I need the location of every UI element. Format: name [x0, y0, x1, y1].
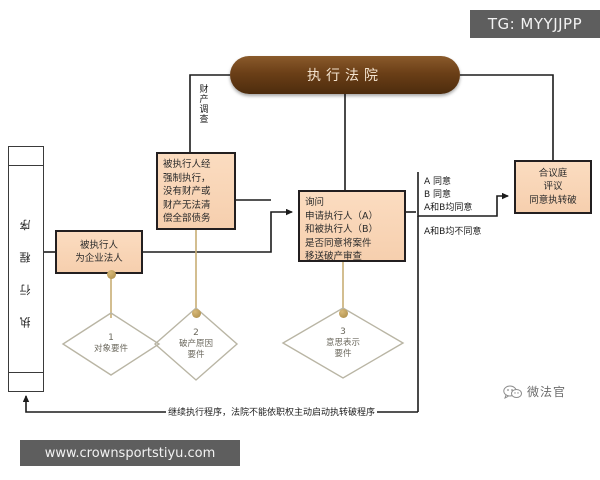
connector-dot-1 — [107, 270, 116, 279]
diamond-3-label: 意思表示 要件 — [325, 337, 360, 359]
execution-procedure-rail — [7, 146, 44, 392]
brand-name: 微法官 — [527, 385, 567, 399]
node-debtor-is-enterprise[interactable]: 被执行人 为企业法人 — [55, 230, 143, 274]
diamond-2-number: 2 — [193, 327, 199, 338]
condition-both-disagree: A和B均不同意 — [424, 227, 482, 237]
node-collegial-panel[interactable]: 合议庭 评议 同意执转破 — [514, 160, 592, 214]
node-inquiry-parties[interactable]: 询问 申请执行人（A） 和被执行人（B） 是否同意将案件 移送破产审查 — [298, 190, 406, 262]
requirement-diamond-1[interactable]: 1 对象要件 — [63, 313, 159, 375]
diamond-3-number: 3 — [340, 326, 346, 337]
node-execution-court[interactable]: 执行法院 — [230, 56, 460, 94]
execution-procedure-label: 执 行 程 序 — [19, 210, 32, 328]
connector-dot-2 — [192, 309, 201, 318]
telegram-watermark: TG: MYYJJPP — [470, 10, 600, 38]
continue-enforcement-label: 继续执行程序，法院不能依职权主动启动执转破程序 — [166, 405, 378, 418]
rail-cap-top — [7, 165, 44, 166]
diamond-1-number: 1 — [108, 333, 114, 343]
diamond-1-label: 对象要件 — [93, 344, 128, 354]
rail-cap-bottom — [7, 372, 44, 373]
site-watermark: www.crownsportstiyu.com — [20, 440, 240, 466]
condition-both-agree: A 同意 B 同意 A和B均同意 — [424, 177, 473, 213]
requirement-diamond-3[interactable]: 3 意思表示 要件 — [283, 308, 403, 378]
wechat-brand: 微法官 — [503, 383, 566, 400]
diamond-2-label: 破产原因 要件 — [178, 338, 213, 360]
wechat-icon — [503, 385, 522, 399]
requirement-diamond-2[interactable]: 2 破产原因 要件 — [155, 308, 237, 380]
connector-dot-3 — [339, 309, 348, 318]
node-no-property-after-enforcement[interactable]: 被执行人经 强制执行， 没有财产或 财产无法清 偿全部债务 — [156, 152, 236, 230]
property-investigation-label: 财产调查 — [197, 84, 208, 124]
